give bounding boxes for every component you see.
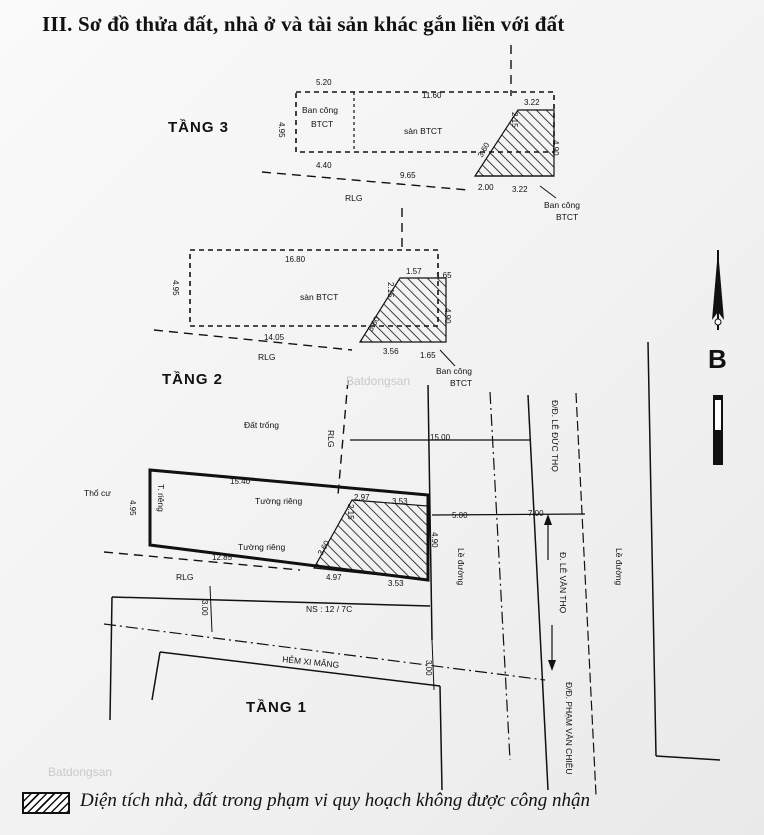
dim-1-65-bottom: 1.65 [420,351,436,360]
dim-2-00: 2.00 [478,183,494,192]
road-edge-left: Lề đường [456,548,466,586]
dim-3-53-bottom: 3.53 [388,579,404,588]
private-wall-bottom: Tường riêng [238,542,285,552]
watermark-bottom-left: Batdongsan [48,765,112,779]
dim-2-15: 2.15 [346,504,355,520]
floor-3-rlg: RLG [345,193,362,203]
floor-2-slab-label: sàn BTCT [300,292,338,302]
dim-2-97: 2.97 [354,493,370,502]
street-le-van-tho: Đ. LÊ VĂN THỌ [558,552,568,614]
street-pham-van-chieu: Đ/Đ. PHẠM VĂN CHIÊU [564,682,574,775]
floor-3-slab-label: sàn BTCT [404,126,442,136]
legend-text: Diện tích nhà, đất trong phạm vi quy hoạ… [80,790,591,811]
north-arrow-icon: B [708,250,727,465]
dim-1-65-top: 1.65 [436,271,452,280]
dim-4-90: 4.90 [551,140,560,156]
dim-2-15: 2.15 [510,112,519,128]
road-edge-right: Lề đường [614,548,624,586]
dim-3-56: 3.56 [383,347,399,356]
dim-5-00: 5.00 [452,511,468,520]
street-le-duc-tho: Đ/Đ. LÊ ĐỨC THỌ [550,400,560,472]
floor-3-balcony-left-line2: BTCT [311,119,333,129]
hatch-swatch-icon [22,792,70,814]
private-wall-top: Tường riêng [255,496,302,506]
dim-3-22-top: 3.22 [524,98,540,107]
private-wall-left: T. riêng [156,484,166,512]
floor-1-rlg: RLG [176,572,193,582]
dim-14-05: 14.05 [264,333,285,342]
floor-3-balcony-left-line1: Ban công [302,105,338,115]
floor-2-balcony-line2: BTCT [450,378,472,388]
floor-2-balcony-line1: Ban công [436,366,472,376]
dim-3-00-road: 3.00 [424,660,433,676]
dim-4-90: 4.90 [443,308,452,324]
floor-3-label: TẦNG 3 [168,119,229,136]
section-title: III. Sơ đồ thửa đất, nhà ở và tài sản kh… [42,12,565,36]
dim-3-22-bottom: 3.22 [512,185,528,194]
dim-1-57: 1.57 [406,267,422,276]
floor-1-label: TẦNG 1 [246,699,307,716]
floor-1-plan: TẦNG 1 Đất trống RLG Thổ cư T. riêng Tườ… [84,341,721,796]
watermark-center: Batdongsan [346,374,410,388]
floor-2-rlg: RLG [258,352,275,362]
floor-3-balcony-right-line2: BTCT [556,212,578,222]
dim-4-95: 4.95 [277,122,286,138]
dim-4-90: 4.90 [430,532,439,548]
dim-15-40: 15.40 [230,477,251,486]
legend: Diện tích nhà, đất trong phạm vi quy hoạ… [22,790,722,830]
empty-land-label: Đất trống [244,420,279,430]
dim-16-80: 16.80 [285,255,306,264]
floor-3-balcony-right-line1: Ban công [544,200,580,210]
dim-3-00-alley: 3.00 [200,600,209,616]
dim-5-20: 5.20 [316,78,332,87]
floor-1-rlg-top: RLG [326,430,336,447]
dim-4-97: 4.97 [326,573,342,582]
dim-4-95: 4.95 [171,280,180,296]
dim-11-60: 11.60 [422,91,442,100]
neighbor-label: Thổ cư [84,488,111,498]
dim-9-65: 9.65 [400,171,416,180]
compass-letter: B [708,344,727,374]
dim-4-40: 4.40 [316,161,332,170]
dim-12-85: 12.85 [212,553,233,562]
dim-15-00: 15.00 [430,433,451,442]
dim-3-53-top: 3.53 [392,497,408,506]
house-number: NS : 12 / 7C [306,604,352,614]
dim-7-00: 7.00 [528,509,544,518]
floor-2-label: TẦNG 2 [162,371,223,388]
dim-2-15: 2.15 [386,282,395,298]
dim-4-95: 4.95 [128,500,137,516]
floor-2-plan: TẦNG 2 16.80 1.57 1.65 4.95 2.15 3.60 4.… [153,208,472,388]
floor-3-plan: TẦNG 3 5.20 11.60 3.22 4.95 4.90 2.15 3.… [168,45,580,222]
